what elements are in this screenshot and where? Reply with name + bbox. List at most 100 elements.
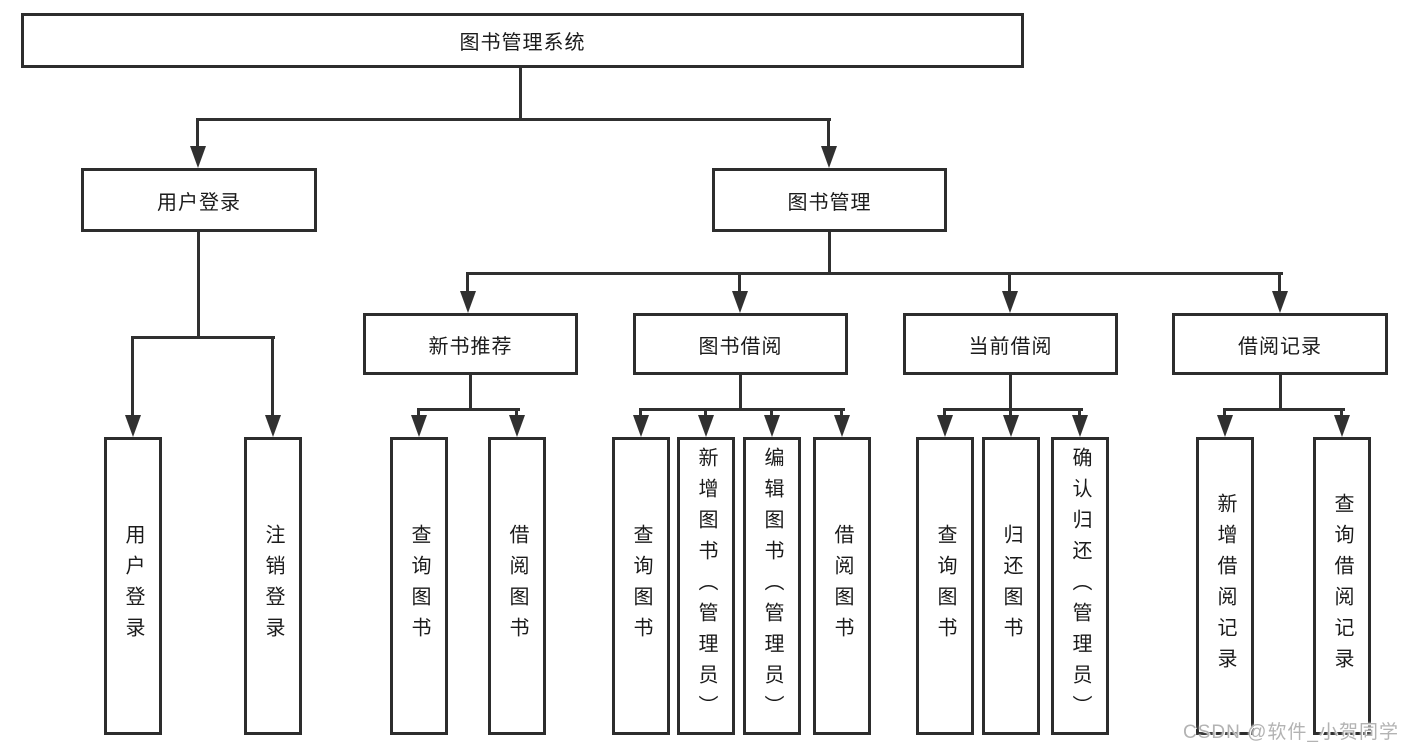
leaf-borrow-books-recommend-label: 借阅图书	[506, 524, 528, 648]
leaf-logout: 注销登录	[244, 437, 302, 735]
connector-line	[1279, 375, 1282, 411]
arrow-shaft	[466, 272, 469, 293]
arrow-shaft	[827, 118, 830, 148]
arrow-down-icon	[698, 408, 714, 437]
arrow-shaft	[943, 408, 946, 417]
connector-line	[639, 408, 845, 411]
arrow-head	[1334, 415, 1350, 437]
arrow-shaft	[131, 336, 134, 417]
arrow-down-icon	[509, 408, 525, 437]
arrow-shaft	[1340, 408, 1343, 417]
node-current-borrow-label: 当前借阅	[968, 335, 1053, 358]
arrow-down-icon	[460, 272, 476, 313]
arrow-shaft	[704, 408, 707, 417]
node-book-management: 图书管理	[712, 168, 947, 232]
leaf-borrow-books-recommend: 借阅图书	[488, 437, 546, 735]
leaf-add-book-admin: 新增图书（管理员）	[677, 437, 735, 735]
arrow-down-icon	[1334, 408, 1350, 437]
leaf-query-books-borrow-label: 查询图书	[630, 524, 652, 648]
arrow-shaft	[196, 118, 199, 148]
arrow-shaft	[840, 408, 843, 417]
leaf-query-books-recommend-label: 查询图书	[408, 524, 430, 648]
leaf-return-books: 归还图书	[982, 437, 1040, 735]
arrow-head	[1217, 415, 1233, 437]
arrow-down-icon	[834, 408, 850, 437]
leaf-logout-label: 注销登录	[262, 524, 284, 648]
leaf-user-login: 用户登录	[104, 437, 162, 735]
arrow-shaft	[1078, 408, 1081, 417]
leaf-query-borrow-record-label: 查询借阅记录	[1331, 493, 1353, 679]
arrow-head	[1272, 291, 1288, 313]
arrow-head	[937, 415, 953, 437]
arrow-shaft	[1223, 408, 1226, 417]
leaf-user-login-label: 用户登录	[122, 524, 144, 648]
arrow-shaft	[417, 408, 420, 417]
arrow-down-icon	[633, 408, 649, 437]
arrow-shaft	[770, 408, 773, 417]
leaf-edit-book-admin: 编辑图书（管理员）	[743, 437, 801, 735]
arrow-head	[732, 291, 748, 313]
arrow-head	[411, 415, 427, 437]
connector-line	[1009, 375, 1012, 411]
arrow-head	[460, 291, 476, 313]
arrow-head	[764, 415, 780, 437]
node-book-borrow-label: 图书借阅	[698, 335, 783, 358]
arrow-shaft	[639, 408, 642, 417]
arrow-down-icon	[265, 336, 281, 437]
arrow-shaft	[515, 408, 518, 417]
leaf-borrow-books-label: 借阅图书	[831, 524, 853, 648]
arrow-head	[834, 415, 850, 437]
leaf-query-books-current-label: 查询图书	[934, 524, 956, 648]
arrow-head	[509, 415, 525, 437]
node-borrow-records: 借阅记录	[1172, 313, 1388, 375]
arrow-head	[1072, 415, 1088, 437]
arrow-head	[265, 415, 281, 437]
node-user-login-label: 用户登录	[157, 191, 241, 214]
arrow-down-icon	[821, 118, 837, 168]
node-new-book-recommend: 新书推荐	[363, 313, 578, 375]
leaf-confirm-return-admin-label: 确认归还（管理员）	[1069, 446, 1091, 726]
connector-line	[1223, 408, 1345, 411]
arrow-head	[698, 415, 714, 437]
leaf-add-book-admin-label: 新增图书（管理员）	[695, 446, 717, 726]
leaf-return-books-label: 归还图书	[1000, 524, 1022, 648]
arrow-down-icon	[1217, 408, 1233, 437]
arrow-down-icon	[411, 408, 427, 437]
arrow-shaft	[1008, 272, 1011, 293]
arrow-shaft	[1278, 272, 1281, 293]
arrow-head	[1003, 415, 1019, 437]
node-book-management-label: 图书管理	[787, 191, 872, 214]
connector-line	[469, 375, 472, 411]
node-book-borrow: 图书借阅	[633, 313, 848, 375]
arrow-down-icon	[1003, 408, 1019, 437]
connector-line	[131, 336, 275, 339]
node-current-borrow: 当前借阅	[903, 313, 1118, 375]
arrow-down-icon	[1002, 272, 1018, 313]
leaf-add-borrow-record: 新增借阅记录	[1196, 437, 1254, 735]
arrow-head	[1002, 291, 1018, 313]
arrow-shaft	[271, 336, 274, 417]
watermark: CSDN @软件_小贺同学	[1183, 722, 1399, 743]
arrow-shaft	[738, 272, 741, 293]
leaf-edit-book-admin-label: 编辑图书（管理员）	[761, 446, 783, 726]
node-root: 图书管理系统	[21, 13, 1024, 68]
connector-line	[197, 118, 831, 121]
arrow-down-icon	[1072, 408, 1088, 437]
node-user-login: 用户登录	[81, 168, 317, 232]
connector-line	[519, 68, 522, 120]
node-root-label: 图书管理系统	[459, 32, 586, 54]
arrow-down-icon	[190, 118, 206, 168]
leaf-add-borrow-record-label: 新增借阅记录	[1214, 493, 1236, 679]
arrow-down-icon	[764, 408, 780, 437]
arrow-shaft	[1009, 408, 1012, 417]
connector-line	[417, 408, 520, 411]
leaf-query-books-current: 查询图书	[916, 437, 974, 735]
arrow-down-icon	[937, 408, 953, 437]
arrow-head	[821, 146, 837, 168]
connector-line	[943, 408, 1083, 411]
arrow-down-icon	[732, 272, 748, 313]
leaf-confirm-return-admin: 确认归还（管理员）	[1051, 437, 1109, 735]
leaf-borrow-books: 借阅图书	[813, 437, 871, 735]
arrow-head	[190, 146, 206, 168]
